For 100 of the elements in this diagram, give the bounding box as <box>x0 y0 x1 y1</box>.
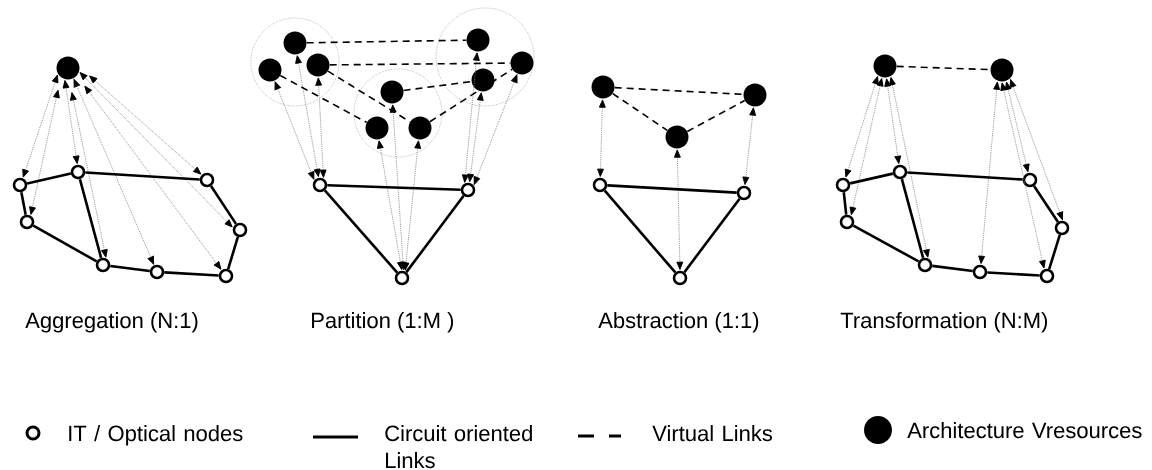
mapping-arrow <box>84 85 222 270</box>
mapping-arrow <box>674 149 684 270</box>
panel-caption: Transformation (N:M) <box>840 312 1047 333</box>
circuit-link <box>323 189 399 274</box>
panel-caption: Partition (1:M ) <box>312 312 454 333</box>
mapping-arrow <box>844 76 879 178</box>
circuit-link <box>78 178 103 259</box>
network-node <box>19 214 35 230</box>
group-circle <box>353 68 443 158</box>
mapping-arrow <box>376 140 404 270</box>
virtual-link <box>613 86 745 96</box>
circuit-link <box>849 172 894 185</box>
legend-label: Architecture Vresources <box>907 422 1142 439</box>
network-node <box>218 268 234 284</box>
mapping-arrow <box>849 78 884 216</box>
mapping-arrow <box>73 79 155 265</box>
mapping-arrow <box>22 74 59 178</box>
mapping-arrow <box>274 81 315 180</box>
circuit-link <box>327 183 461 192</box>
mapping-arrow <box>884 78 902 164</box>
circuit-link <box>607 184 737 194</box>
resource-node <box>471 68 495 92</box>
mapping-arrow <box>978 81 1001 264</box>
resource-node <box>873 54 897 78</box>
virtual-link <box>686 99 746 133</box>
virtual-link <box>305 39 468 44</box>
network-node <box>70 164 86 180</box>
mapping-arrow <box>389 104 407 271</box>
network-node <box>149 264 165 280</box>
network-node <box>839 214 855 230</box>
resource-node <box>56 56 80 80</box>
resource-node <box>665 125 689 149</box>
circuit-link <box>683 198 741 273</box>
network-node <box>592 177 608 193</box>
circuit-link <box>932 264 973 273</box>
mapping-arrow <box>62 80 80 164</box>
resource-node <box>258 58 282 82</box>
circuit-link <box>987 271 1040 277</box>
resource-node <box>283 31 307 55</box>
network-node <box>199 172 215 188</box>
circuit-link <box>900 178 925 259</box>
resource-node <box>743 83 767 107</box>
circuit-link <box>209 185 238 225</box>
mapping-arrow <box>315 77 327 178</box>
circuit-link <box>603 189 677 274</box>
circuit-link <box>852 224 920 263</box>
legend-label: Virtual Links <box>652 425 773 442</box>
network-node <box>917 257 933 273</box>
network-node <box>736 185 752 201</box>
circuit-link <box>110 264 150 273</box>
panel-caption: Abstraction (1:1) <box>598 312 759 333</box>
circuit-link <box>907 171 1023 181</box>
network-node <box>12 177 28 193</box>
mapping-arrow <box>89 75 202 175</box>
network-node <box>1054 220 1070 236</box>
circuit-link <box>26 172 72 185</box>
mapping-arrow <box>29 89 60 215</box>
resource-node <box>990 58 1014 82</box>
mapping-arrow <box>70 92 108 258</box>
mapping-arrow <box>889 77 930 258</box>
legend-label: Circuit oriented Links <box>385 425 532 469</box>
mapping-arrow <box>402 140 422 271</box>
network-node <box>460 182 476 198</box>
network-node <box>835 177 851 193</box>
virtual-link <box>402 80 473 92</box>
mapping-arrow <box>295 55 321 178</box>
virtual-link <box>429 68 513 123</box>
circuit-link <box>20 191 27 216</box>
resource-node <box>591 75 615 99</box>
resource-node <box>365 116 389 140</box>
circuit-link <box>842 192 848 215</box>
network-node <box>95 257 111 273</box>
circuit-link <box>226 236 240 270</box>
network-node <box>232 222 248 238</box>
mapping-arrow <box>462 52 480 183</box>
virtual-link <box>611 92 669 132</box>
network-node <box>1039 268 1055 284</box>
mapping-arrow <box>1009 79 1064 221</box>
circuit-link <box>1047 234 1062 270</box>
virtual-link <box>279 74 368 124</box>
circuit-link <box>405 195 465 273</box>
group-circle <box>250 17 340 107</box>
network-node <box>672 270 688 286</box>
circuit-link <box>164 271 219 277</box>
resource-node <box>380 80 404 104</box>
mapping-arrow <box>467 92 484 183</box>
resource-node <box>408 116 432 140</box>
circuit-link <box>1032 185 1060 223</box>
network-node <box>972 264 988 280</box>
mapping-arrow <box>1004 81 1030 173</box>
panel-caption: Aggregation (N:1) <box>25 312 198 333</box>
network-node <box>1022 172 1038 188</box>
mapping-arrow <box>597 99 606 177</box>
group-circle <box>435 7 535 107</box>
legend-label: IT / Optical nodes <box>69 425 243 446</box>
mapping-arrow <box>79 72 233 228</box>
circuit-link <box>32 224 98 263</box>
resource-node <box>466 28 490 52</box>
network-node <box>892 164 908 180</box>
resource-node <box>510 51 534 75</box>
